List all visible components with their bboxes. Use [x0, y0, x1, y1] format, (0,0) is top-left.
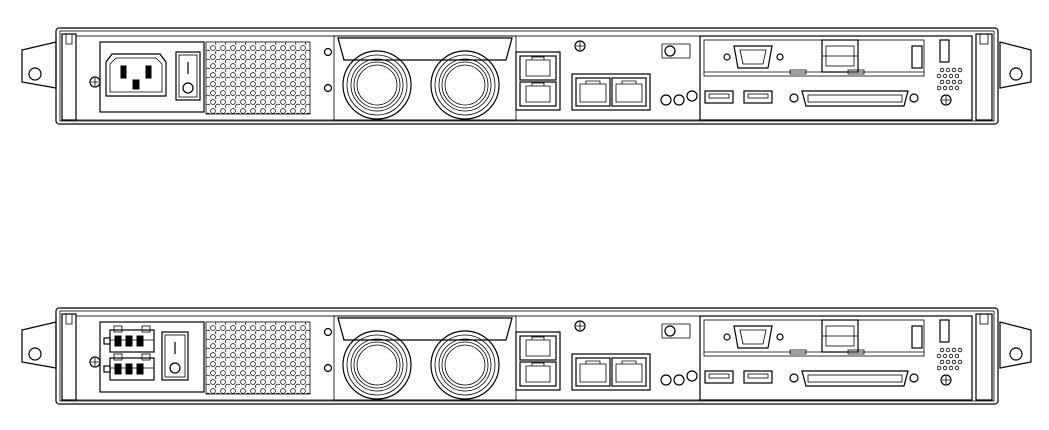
server-unit-ac — [21, 27, 1032, 125]
ac-power-inlet — [99, 41, 205, 113]
server-unit-dc — [21, 307, 1032, 405]
dc-power-terminals — [99, 321, 205, 393]
